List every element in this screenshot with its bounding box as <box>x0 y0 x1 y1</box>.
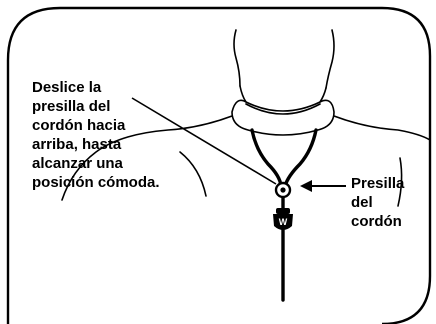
shoulder-right <box>333 115 431 141</box>
part-label: Presilla del cordón <box>351 174 431 231</box>
instruction-leader-line <box>131 97 277 185</box>
chest-fold-right <box>397 157 403 207</box>
person-outline <box>61 29 431 207</box>
shoulder-left <box>61 115 233 201</box>
instruction-line: arriba, hasta <box>32 136 122 153</box>
rounded-frame <box>6 6 432 324</box>
instruction-line: presilla del <box>32 98 111 115</box>
lanyard-clip <box>274 181 292 199</box>
instruction-text: Deslice la presilla del cordón hacia arr… <box>32 78 202 192</box>
chest-fold-left <box>179 151 207 197</box>
part-arrow <box>300 180 346 192</box>
collar-inner <box>245 103 321 115</box>
instruction-line: Deslice la <box>32 79 102 96</box>
part-label-line: del <box>351 194 373 211</box>
head-outline-right <box>325 29 335 89</box>
w-logo-icon: W <box>279 217 288 227</box>
instruction-line: alcanzar una <box>32 155 123 172</box>
cord-end-connector: W <box>273 208 293 230</box>
head-outline-left <box>233 29 241 87</box>
collar-outer <box>231 99 335 136</box>
instruction-line: cordón hacia <box>32 117 126 134</box>
instruction-line: posición cómoda. <box>32 174 160 191</box>
part-label-line: cordón <box>351 213 402 230</box>
part-label-line: Presilla <box>351 175 405 192</box>
